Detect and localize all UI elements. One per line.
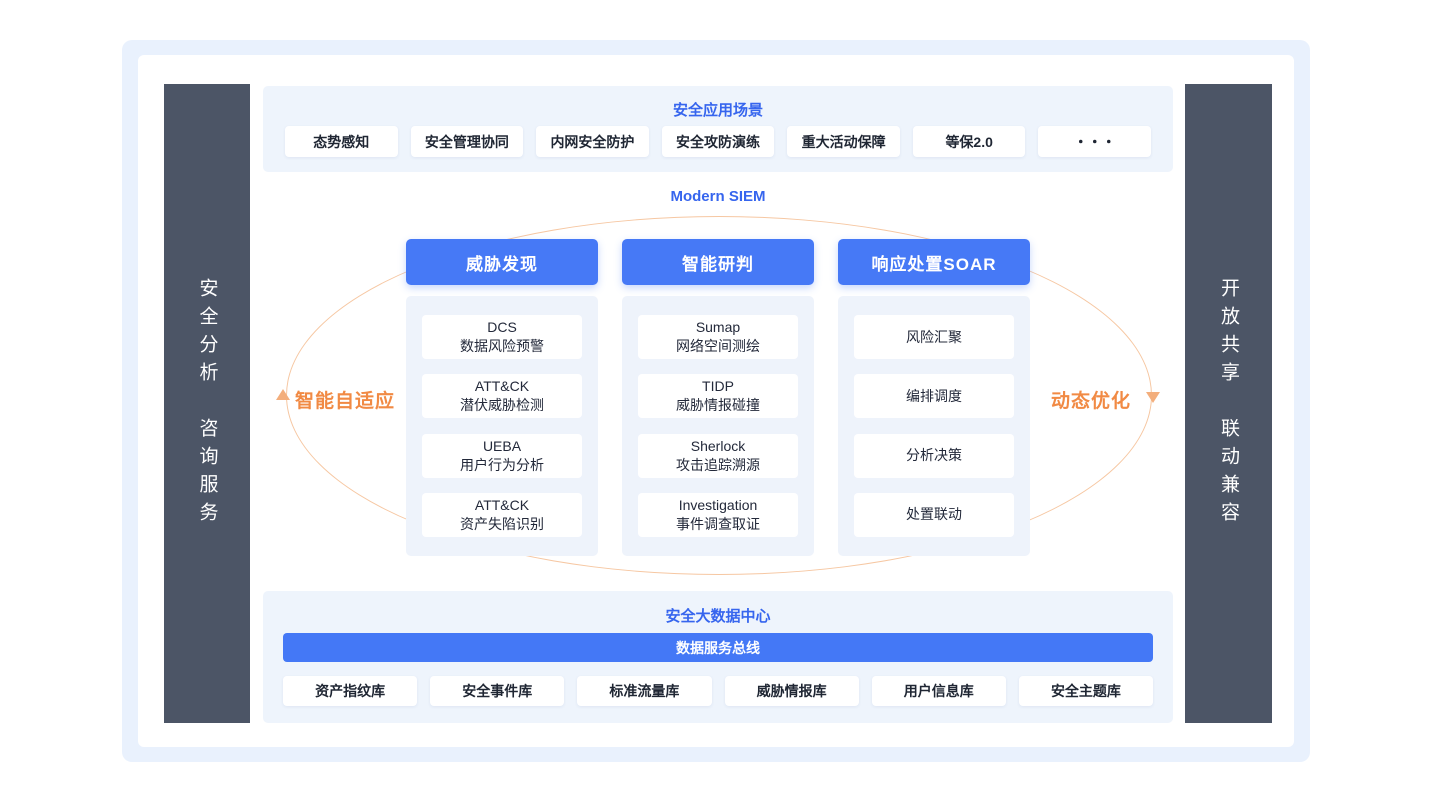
right-rail-open-sharing: 开放共享 联动兼容 bbox=[1185, 84, 1272, 723]
left-rail-line-1: 安全分析 bbox=[196, 277, 218, 390]
capability-card: 处置联动 bbox=[854, 492, 1014, 537]
outer-frame: 安全分析 咨询服务 开放共享 联动兼容 安全应用场景 态势感知 安全管理协同 内… bbox=[122, 40, 1310, 762]
content-column: 安全应用场景 态势感知 安全管理协同 内网安全防护 安全攻防演练 重大活动保障 … bbox=[263, 55, 1173, 747]
capability-line1: Sherlock bbox=[690, 437, 746, 454]
right-rail-line-2: 联动兼容 bbox=[1218, 417, 1239, 530]
capability-line1: 编排调度 bbox=[906, 387, 962, 404]
left-rail-line-2: 咨询服务 bbox=[196, 417, 218, 530]
capability-line2: 网络空间测绘 bbox=[676, 338, 760, 354]
capability-line1: 处置联动 bbox=[906, 506, 962, 523]
left-rail-security-analysis: 安全分析 咨询服务 bbox=[164, 84, 250, 723]
capability-card: Sumap 网络空间测绘 bbox=[638, 315, 798, 359]
big-data-center-band: 安全大数据中心 数据服务总线 资产指纹库 安全事件库 标准流量库 威胁情报库 用… bbox=[263, 591, 1173, 723]
capability-card: 编排调度 bbox=[854, 374, 1014, 419]
column-panel: 风险汇聚 编排调度 分析决策 处置联动 bbox=[838, 296, 1030, 556]
capability-card: ATT&CK 潜伏威胁检测 bbox=[422, 374, 582, 419]
up-arrow-icon bbox=[276, 389, 290, 400]
data-store-chip: 安全主题库 bbox=[1018, 676, 1154, 706]
scenario-chip: 内网安全防护 bbox=[536, 126, 649, 157]
capability-line2: 用户行为分析 bbox=[460, 456, 544, 473]
column-header: 智能研判 bbox=[622, 239, 814, 285]
scenario-chip: 态势感知 bbox=[285, 126, 398, 157]
modern-siem-title: Modern SIEM bbox=[670, 188, 766, 205]
capability-card: DCS 数据风险预警 bbox=[422, 315, 582, 359]
data-service-bus: 数据服务总线 bbox=[283, 633, 1153, 662]
capability-card: ATT&CK 资产失陷识别 bbox=[422, 492, 582, 537]
big-data-center-title: 安全大数据中心 bbox=[665, 608, 771, 625]
column-header: 威胁发现 bbox=[406, 239, 598, 285]
capability-line1: 分析决策 bbox=[906, 447, 962, 464]
capability-line2: 事件调查取证 bbox=[676, 515, 760, 532]
scenario-chip-ellipsis: ・・・ bbox=[1038, 126, 1152, 157]
capability-line1: 风险汇聚 bbox=[906, 328, 962, 345]
application-scenarios-title: 安全应用场景 bbox=[672, 102, 763, 119]
column-panel: Sumap 网络空间测绘 TIDP 威胁情报碰撞 Sherlock 攻击追踪溯源 bbox=[622, 296, 814, 556]
right-rail-line-1: 开放共享 bbox=[1218, 277, 1239, 390]
capability-line2: 数据风险预警 bbox=[460, 338, 544, 354]
data-store-chip: 安全事件库 bbox=[430, 676, 565, 706]
capability-line1: TIDP bbox=[702, 378, 734, 395]
adaptive-label: 智能自适应 bbox=[295, 391, 396, 412]
column-threat-discovery: 威胁发现 DCS 数据风险预警 ATT&CK 潜伏威胁检测 UEBA 用户行为分 bbox=[406, 239, 598, 556]
capability-line1: Investigation bbox=[678, 496, 758, 513]
scenario-chip-row: 态势感知 安全管理协同 内网安全防护 安全攻防演练 重大活动保障 等保2.0 ・… bbox=[285, 126, 1152, 157]
capability-line1: DCS bbox=[487, 319, 517, 335]
dynamic-optimize-label: 动态优化 bbox=[1051, 391, 1132, 412]
diagram-card: 安全分析 咨询服务 开放共享 联动兼容 安全应用场景 态势感知 安全管理协同 内… bbox=[138, 55, 1294, 747]
scenario-chip: 等保2.0 bbox=[912, 126, 1026, 157]
application-scenarios-band: 安全应用场景 态势感知 安全管理协同 内网安全防护 安全攻防演练 重大活动保障 … bbox=[263, 86, 1173, 172]
data-store-chip: 标准流量库 bbox=[577, 676, 712, 706]
capability-card: 分析决策 bbox=[854, 433, 1014, 478]
column-response-soar: 响应处置SOAR 风险汇聚 编排调度 分析决策 处置联动 bbox=[838, 239, 1030, 556]
capability-line2: 攻击追踪溯源 bbox=[676, 456, 760, 473]
capability-line1: UEBA bbox=[482, 437, 522, 454]
capability-line1: Sumap bbox=[695, 319, 741, 335]
column-panel: DCS 数据风险预警 ATT&CK 潜伏威胁检测 UEBA 用户行为分析 A bbox=[406, 296, 598, 556]
scenario-chip: 安全管理协同 bbox=[410, 126, 524, 157]
scenario-chip: 重大活动保障 bbox=[787, 126, 900, 157]
capability-card: 风险汇聚 bbox=[854, 315, 1014, 359]
capability-line1: ATT&CK bbox=[474, 496, 530, 513]
capability-line1: ATT&CK bbox=[474, 378, 530, 395]
capability-line2: 威胁情报碰撞 bbox=[676, 397, 760, 414]
scenario-chip: 安全攻防演练 bbox=[661, 126, 775, 157]
capability-card: Investigation 事件调查取证 bbox=[638, 492, 798, 537]
capability-card: TIDP 威胁情报碰撞 bbox=[638, 374, 798, 419]
capability-card: Sherlock 攻击追踪溯源 bbox=[638, 433, 798, 478]
capability-line2: 资产失陷识别 bbox=[460, 515, 544, 532]
data-store-chip-row: 资产指纹库 安全事件库 标准流量库 威胁情报库 用户信息库 安全主题库 bbox=[283, 676, 1154, 706]
data-store-chip: 威胁情报库 bbox=[724, 676, 859, 706]
down-arrow-icon bbox=[1146, 392, 1160, 403]
data-store-chip: 资产指纹库 bbox=[283, 676, 418, 706]
data-store-chip: 用户信息库 bbox=[871, 676, 1006, 706]
capability-line2: 潜伏威胁检测 bbox=[460, 397, 544, 414]
column-intelligent-analysis: 智能研判 Sumap 网络空间测绘 TIDP 威胁情报碰撞 Sherlock 攻 bbox=[622, 239, 814, 556]
column-header: 响应处置SOAR bbox=[838, 239, 1030, 285]
capability-card: UEBA 用户行为分析 bbox=[422, 433, 582, 478]
